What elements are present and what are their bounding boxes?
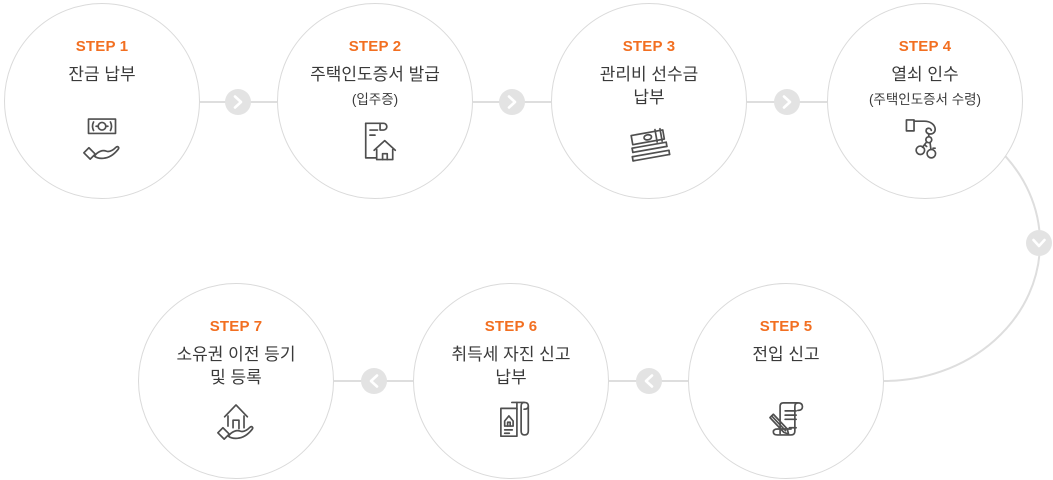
hand-house-icon xyxy=(207,394,265,448)
chevron-right-icon xyxy=(499,89,525,115)
hand-keys-icon xyxy=(896,114,954,168)
step-7-circle: STEP 7 소유권 이전 등기 및 등록 xyxy=(138,283,334,479)
step-5-label: STEP 5 xyxy=(759,318,813,335)
scroll-pen-icon xyxy=(757,394,815,448)
step-1-title: 잔금 납부 xyxy=(68,65,136,84)
step-4-subtitle: (주택인도증서 수령) xyxy=(868,92,982,107)
step-5-title: 전입 신고 xyxy=(752,345,820,364)
step-3-circle: STEP 3 관리비 선수금 납부 xyxy=(551,3,747,199)
step-2-subtitle: (입주증) xyxy=(351,92,399,107)
step-3-label: STEP 3 xyxy=(622,38,676,55)
step-2-title: 주택인도증서 발급 xyxy=(310,65,440,84)
chevron-down-icon xyxy=(1026,230,1052,256)
chevron-left-icon xyxy=(361,368,387,394)
step-4-label: STEP 4 xyxy=(898,38,952,55)
chevron-left-icon xyxy=(636,368,662,394)
banknote-hand-icon xyxy=(73,114,131,168)
step-7-label: STEP 7 xyxy=(209,318,263,335)
step-2-label: STEP 2 xyxy=(348,38,402,55)
step-6-label: STEP 6 xyxy=(484,318,538,335)
step-1-circle: STEP 1 잔금 납부 xyxy=(4,3,200,199)
step-5-circle: STEP 5 전입 신고 xyxy=(688,283,884,479)
cash-stack-icon xyxy=(620,114,678,168)
step-1-label: STEP 1 xyxy=(75,38,129,55)
step-6-title: 취득세 자진 신고 납부 xyxy=(451,345,571,387)
chevron-right-icon xyxy=(774,89,800,115)
house-certificate-icon xyxy=(346,114,404,168)
step-6-circle: STEP 6 취득세 자진 신고 납부 xyxy=(413,283,609,479)
tax-documents-icon xyxy=(482,394,540,448)
chevron-right-icon xyxy=(225,89,251,115)
step-7-title: 소유권 이전 등기 및 등록 xyxy=(176,345,296,387)
step-4-title: 열쇠 인수 xyxy=(891,65,959,84)
step-3-title: 관리비 선수금 납부 xyxy=(599,65,699,107)
step-2-circle: STEP 2 주택인도증서 발급 (입주증) xyxy=(277,3,473,199)
step-4-circle: STEP 4 열쇠 인수 (주택인도증서 수령) xyxy=(827,3,1023,199)
